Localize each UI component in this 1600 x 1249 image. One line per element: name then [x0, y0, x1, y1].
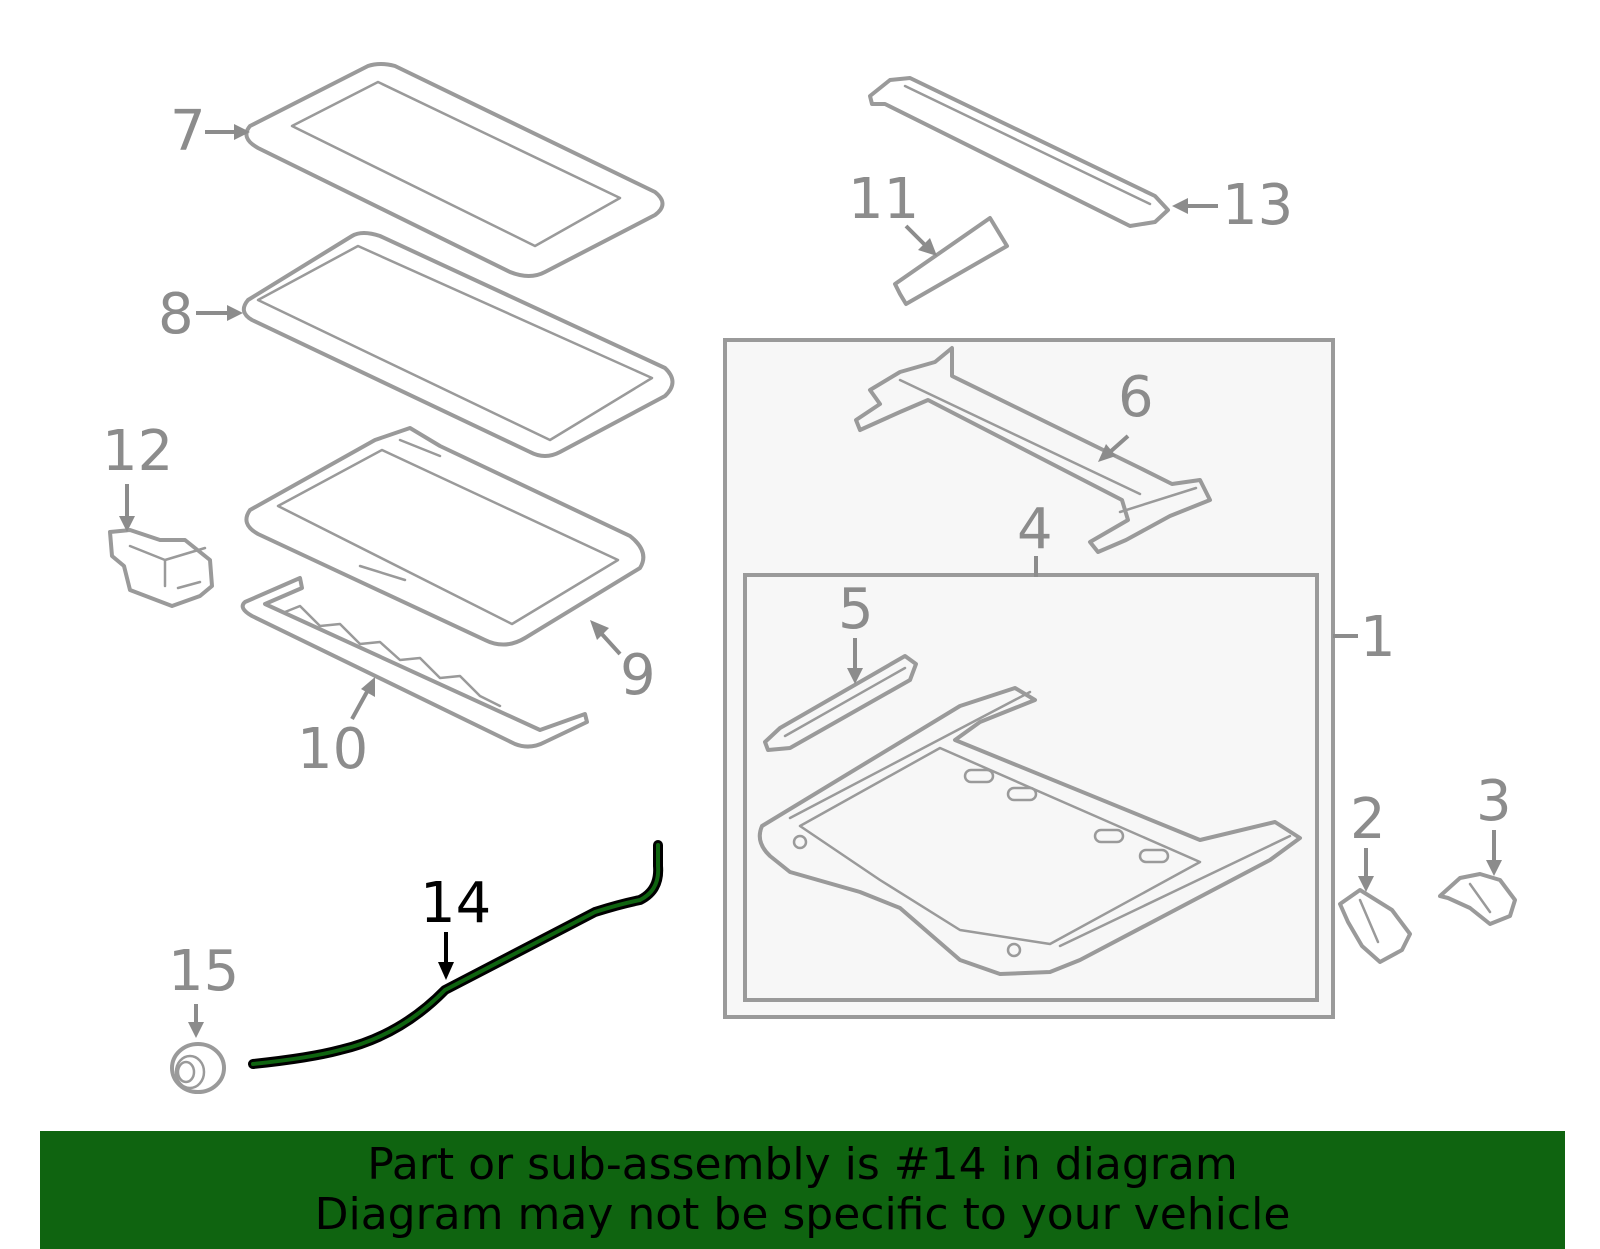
part-11-bracket: [893, 216, 1009, 306]
callout-15: 15: [168, 939, 239, 1004]
parts-diagram: 7 8 12 9 10 11 13 6 4 5 1 2 3 15 14: [102, 62, 1517, 1094]
callout-14: 14: [420, 871, 491, 936]
sunroof-housing: [757, 686, 1302, 976]
callout-2: 2: [1350, 787, 1386, 852]
part-8-seal: [241, 231, 675, 458]
callout-3: 3: [1476, 769, 1512, 834]
callout-11: 11: [848, 167, 919, 232]
part-5-bracket: [763, 654, 918, 752]
part-7-glass-panel: [244, 62, 665, 278]
part-3-bracket: [1438, 872, 1517, 926]
callout-1: 1: [1360, 605, 1396, 670]
leader-lines: [119, 124, 1502, 1038]
callout-13: 13: [1222, 173, 1293, 238]
part-12-motor: [108, 528, 214, 608]
callout-5: 5: [838, 577, 874, 642]
callout-6: 6: [1118, 365, 1154, 430]
part-14-drain-hose: [248, 840, 664, 1069]
part-9-frame: [244, 426, 646, 647]
callout-9: 9: [620, 643, 656, 708]
callout-4: 4: [1017, 497, 1053, 562]
callout-10: 10: [297, 717, 368, 782]
banner-line-2: Diagram may not be specific to your vehi…: [314, 1189, 1291, 1240]
callout-12: 12: [102, 419, 173, 484]
info-banner: Part or sub-assembly is #14 in diagram D…: [40, 1131, 1565, 1249]
callout-8: 8: [158, 282, 194, 347]
part-10-deflector: [240, 576, 589, 749]
part-13-rail: [868, 76, 1170, 228]
part-6-crossmember: [854, 346, 1212, 554]
callout-7: 7: [170, 99, 206, 164]
part-15-grommet: [170, 1042, 226, 1094]
part-2-bracket: [1338, 888, 1412, 964]
banner-line-1: Part or sub-assembly is #14 in diagram: [367, 1139, 1238, 1190]
